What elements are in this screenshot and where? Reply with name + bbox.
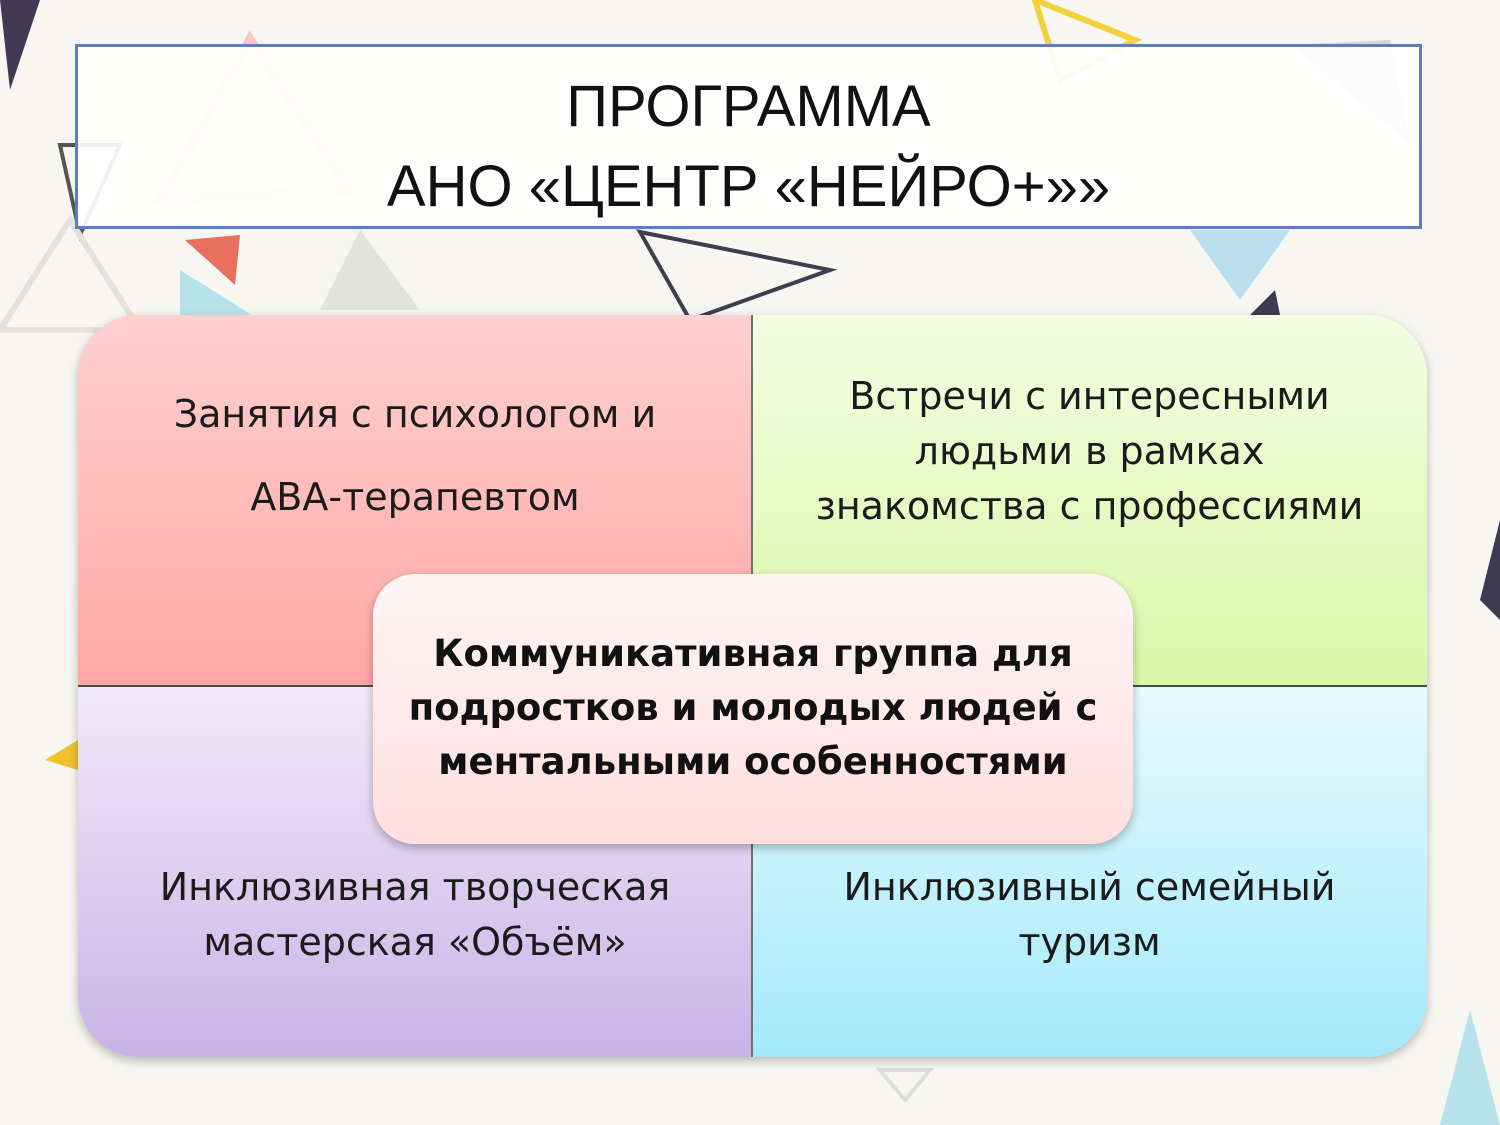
quadrant-text: Встречи с интересными людьми в рамках зн… xyxy=(772,369,1407,534)
decor-triangle xyxy=(180,270,260,320)
center-line: подростков и молодых людей с xyxy=(408,686,1098,729)
center-communication-group: Коммуникативная группа для подростков и … xyxy=(373,574,1133,844)
quadrant-line: туризм xyxy=(1018,920,1161,964)
quadrant-text: Инклюзивный семейный туризм xyxy=(772,860,1407,970)
quadrant-line: Инклюзивный семейный xyxy=(843,865,1336,909)
decor-triangle xyxy=(320,230,420,310)
quadrant-line: Встречи с интересными xyxy=(849,374,1330,418)
quadrant-text: Занятия с психологом и АВА-терапевтом xyxy=(98,373,732,539)
decor-triangle xyxy=(0,214,146,333)
quadrant-line: Инклюзивная творческая xyxy=(159,865,671,909)
decor-triangle xyxy=(1480,520,1500,620)
decor-triangle xyxy=(0,0,40,90)
quadrant-line: знакомства с профессиями xyxy=(815,484,1364,528)
decor-triangle xyxy=(636,229,838,323)
center-text: Коммуникативная группа для подростков и … xyxy=(388,627,1118,789)
quadrant-line: Занятия с психологом и xyxy=(173,392,657,436)
title-line-1: ПРОГРАММА xyxy=(566,74,931,139)
quadrant-line: мастерская «Объём» xyxy=(203,920,627,964)
decor-triangle xyxy=(875,1068,935,1104)
quadrant-line: людьми в рамках xyxy=(914,429,1265,473)
quadrant-line: АВА-терапевтом xyxy=(250,475,580,519)
decor-triangle xyxy=(45,740,78,770)
quadrant-text: Инклюзивная творческая мастерская «Объём… xyxy=(98,860,732,970)
decor-triangle xyxy=(1440,1010,1500,1125)
quadrant-workshop: Инклюзивная творческая мастерская «Объём… xyxy=(78,686,752,1057)
title-box: ПРОГРАММА АНО «ЦЕНТР «НЕЙРО+»» xyxy=(75,44,1422,229)
decor-triangle xyxy=(185,235,240,285)
decor-triangle xyxy=(1190,230,1290,300)
center-line: ментальными особенностями xyxy=(438,740,1068,783)
decor-triangle xyxy=(1250,290,1280,315)
center-line: Коммуникативная группа для xyxy=(433,632,1073,675)
title-line-2: АНО «ЦЕНТР «НЕЙРО+»» xyxy=(386,154,1111,219)
